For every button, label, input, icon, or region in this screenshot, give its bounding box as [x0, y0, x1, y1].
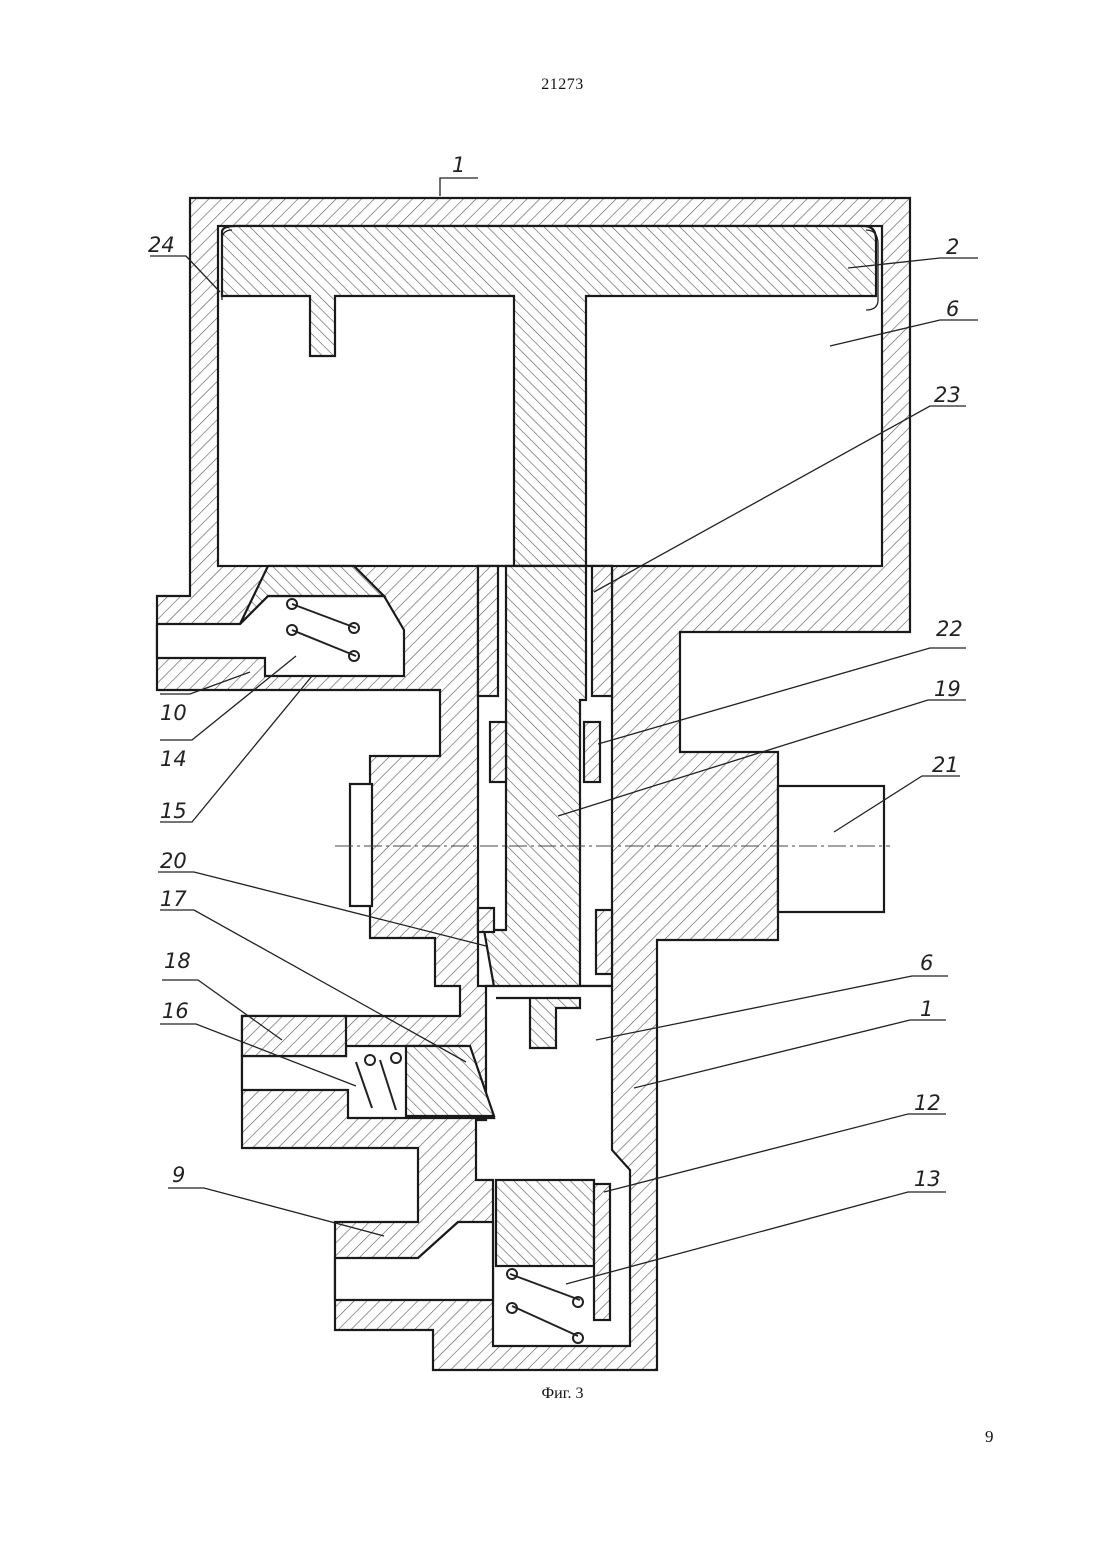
label-9: 9 — [172, 1163, 185, 1187]
label-6-bottom: 6 — [920, 951, 933, 975]
shaft-21 — [778, 786, 884, 912]
bushing-left — [490, 722, 506, 782]
label-16: 16 — [162, 999, 189, 1023]
label-24: 24 — [148, 233, 175, 257]
label-12: 12 — [914, 1091, 941, 1115]
bushing-lower-right — [596, 910, 612, 974]
label-1-bottom: 1 — [920, 997, 933, 1021]
label-2: 2 — [946, 235, 959, 259]
figure-caption: Фиг. 3 — [0, 1385, 1100, 1403]
label-22: 22 — [936, 617, 963, 641]
valve-12-plug — [496, 1180, 594, 1266]
page-number: 9 — [985, 1427, 994, 1447]
label-19: 19 — [934, 677, 961, 701]
shaft-left-stub — [350, 784, 372, 906]
valve-12-rod — [594, 1184, 610, 1320]
label-21: 21 — [932, 753, 959, 777]
label-15: 15 — [160, 799, 187, 823]
sleeve-right — [592, 566, 612, 696]
label-1-top: 1 — [452, 153, 465, 177]
label-17: 17 — [160, 887, 187, 911]
bushing-right — [584, 722, 600, 782]
label-18: 18 — [164, 949, 191, 973]
label-10: 10 — [160, 701, 187, 725]
label-13: 13 — [914, 1167, 941, 1191]
label-6-top: 6 — [946, 297, 959, 321]
label-20: 20 — [160, 849, 187, 873]
label-23: 23 — [934, 383, 961, 407]
bushing-lower-left — [478, 908, 494, 932]
label-14: 14 — [160, 747, 187, 771]
sleeve-left — [478, 566, 498, 696]
